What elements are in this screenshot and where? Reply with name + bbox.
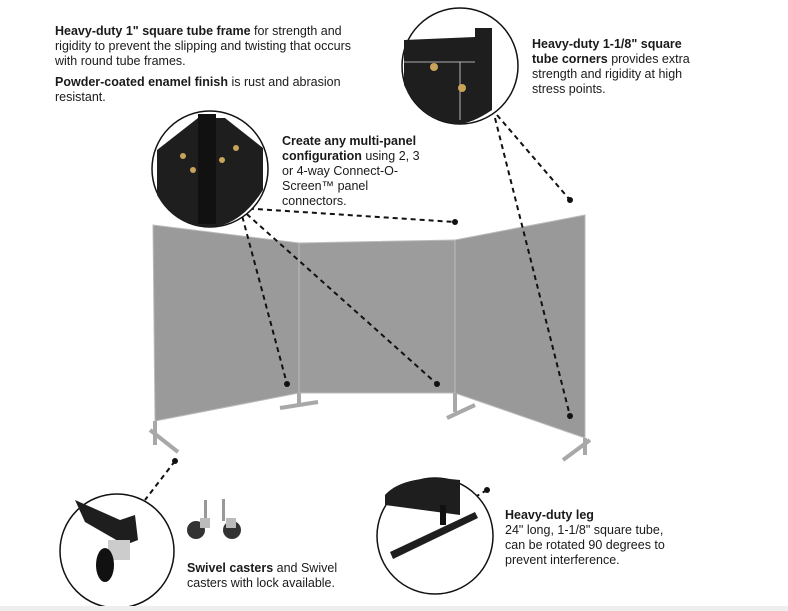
corners-callout-text: provides extra strength and rigidity at … [532, 52, 690, 96]
frame-callout-text: for strength and rigidity to prevent the… [55, 24, 351, 68]
leader-lines [144, 114, 571, 501]
corners-callout-bold: Heavy-duty 1-1/8" square tube corners [532, 37, 682, 66]
left-panel [152, 224, 300, 422]
callout-dots [172, 197, 573, 493]
finish-callout-bold: Powder-coated enamel finish [55, 75, 228, 89]
finish-callout-text: is rust and abrasion resistant. [55, 75, 341, 104]
middle-panel [298, 239, 456, 394]
welding-screen-panels [148, 214, 592, 462]
frame-callout: Heavy-duty 1" square tube frame for stre… [55, 24, 355, 111]
config-callout: Create any multi-panel configuration usi… [282, 134, 422, 215]
casters-callout: Swivel casters and Swivel casters with l… [187, 561, 357, 597]
leg-callout-text: 24" long, 1-1/8" square tube, can be rot… [505, 523, 665, 567]
casters-callout-text: and Swivel casters with lock available. [187, 561, 338, 590]
config-callout-bold: Create any multi-panel configuration [282, 134, 417, 163]
corner-detail-circle [401, 7, 519, 125]
connector-detail-circle [151, 110, 269, 228]
casters-callout-bold: Swivel casters [187, 561, 274, 575]
corners-callout: Heavy-duty 1-1/8" square tube corners pr… [532, 37, 694, 103]
leg-callout-bold: Heavy-duty leg [505, 508, 594, 522]
config-callout-text: using 2, 3 or 4-way Connect-O-Screen™ pa… [282, 149, 420, 208]
footer-strip [0, 606, 788, 611]
legs [148, 393, 592, 462]
casters-photo [187, 499, 241, 539]
frame-callout-bold: Heavy-duty 1" square tube frame [55, 24, 251, 38]
leg-detail-circle [376, 477, 494, 595]
caster-detail-circle [59, 493, 175, 609]
leg-callout: Heavy-duty leg 24" long, 1-1/8" square t… [505, 508, 680, 574]
